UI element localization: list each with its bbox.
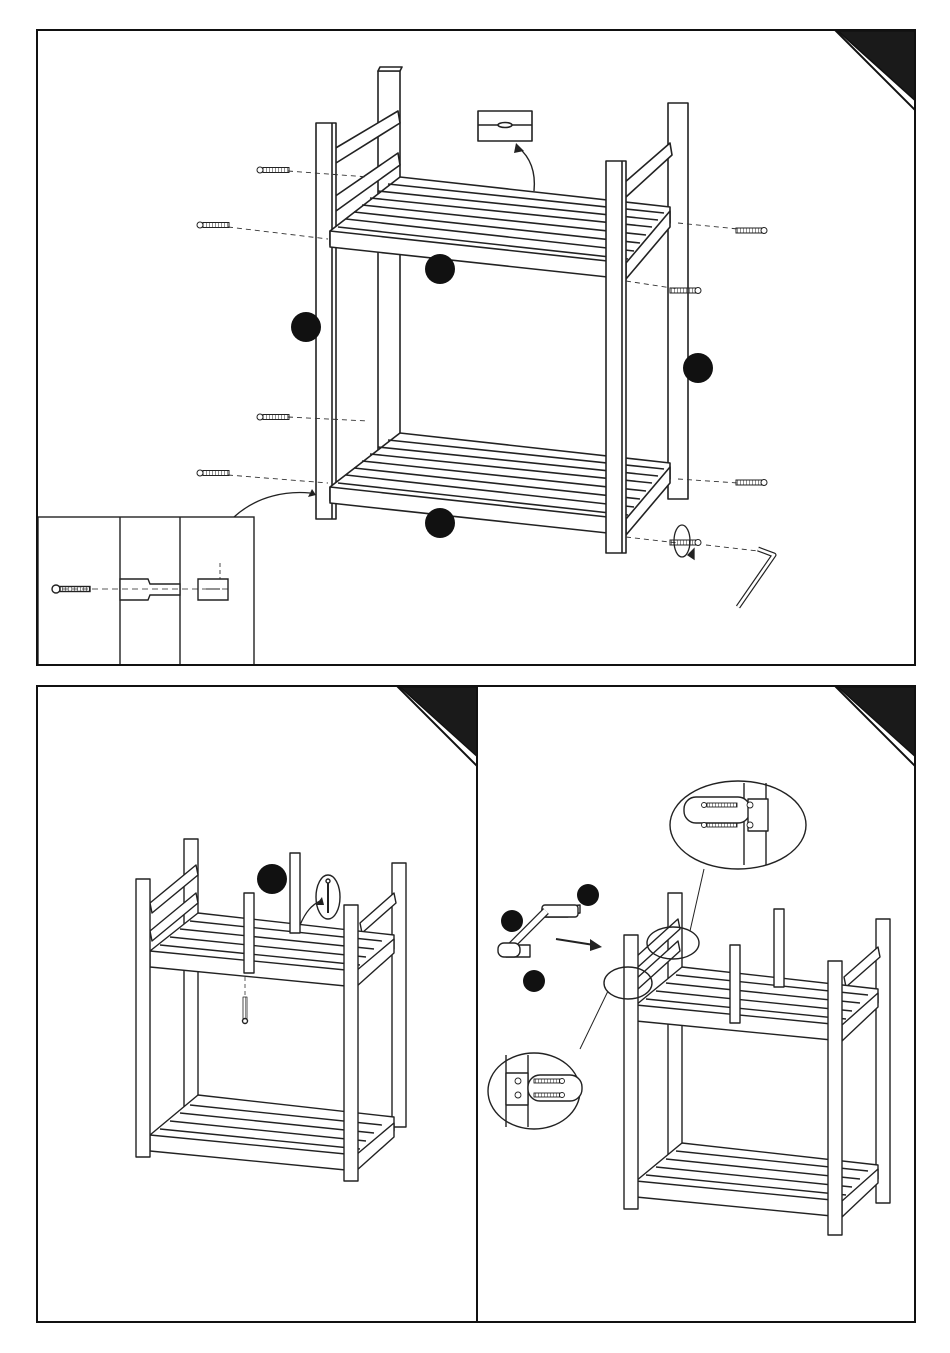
screw-icon — [534, 1093, 565, 1098]
screw-icon — [702, 803, 738, 808]
right-upper-rail — [624, 143, 672, 197]
screw-icon — [197, 222, 229, 228]
step-number-tab-icon — [400, 687, 478, 759]
part-callout-dot — [291, 312, 321, 342]
back-right-post — [876, 919, 890, 1203]
front-right-post — [606, 161, 626, 553]
screw-icon — [736, 228, 767, 234]
bracket-detail-top-icon — [670, 781, 806, 869]
joint-detail-inset — [38, 517, 254, 666]
allen-key-icon — [738, 549, 774, 607]
step-number-tab-icon — [838, 31, 916, 103]
part-callout-dot — [501, 910, 523, 932]
assembly-step-1-panel — [36, 29, 916, 666]
assembly-step-2-panel — [36, 685, 478, 1323]
front-left-post — [624, 935, 638, 1209]
direction-arrow-icon — [590, 939, 602, 951]
center-upright — [290, 853, 300, 933]
step-number-tab-icon — [838, 687, 916, 759]
back-right-post — [668, 103, 688, 499]
screw-icon — [702, 823, 738, 828]
part-callout-dot — [683, 353, 713, 383]
screw-detail-icon — [316, 875, 340, 919]
screw-icon — [670, 288, 701, 294]
part-callout-dot — [425, 508, 455, 538]
part-callout-dot — [577, 884, 599, 906]
screw-icon — [736, 480, 767, 486]
screw-icon — [257, 167, 289, 173]
center-upright — [244, 893, 254, 973]
screw-icon — [243, 997, 248, 1024]
front-right-post — [828, 961, 842, 1235]
bracket-detail-bottom-icon — [488, 1053, 582, 1129]
front-left-post — [136, 879, 150, 1157]
shelf-bracket-detail-icon — [478, 111, 532, 141]
step-2-illustration — [38, 687, 478, 1323]
part-callout-dot — [257, 864, 287, 894]
screw-icon — [534, 1079, 565, 1084]
screw-icon — [257, 414, 289, 420]
screw-icon — [52, 585, 90, 593]
center-upright — [774, 909, 784, 987]
center-upright — [730, 945, 740, 1023]
part-callout-dot — [523, 970, 545, 992]
screw-icon — [197, 470, 229, 476]
front-right-post — [344, 905, 358, 1181]
step-1-illustration — [38, 31, 916, 666]
part-callout-dot — [425, 254, 455, 284]
assembly-step-3-panel — [476, 685, 916, 1323]
step-3-illustration — [478, 687, 916, 1323]
